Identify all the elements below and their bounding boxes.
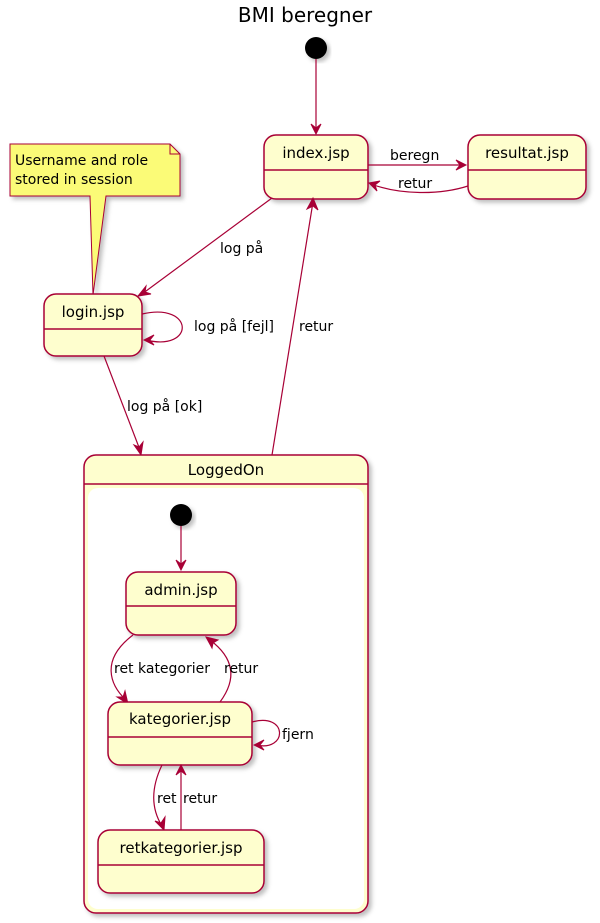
edge-ret-label: ret: [157, 791, 177, 807]
state-kategorier[interactable]: [107, 701, 253, 766]
initial-state-inner: [170, 504, 192, 526]
state-resultat-label: resultat.jsp: [485, 144, 569, 162]
edge-beregn-label: beregn: [390, 148, 439, 164]
edge-log-paa-arrowhead: [136, 284, 152, 297]
state-login[interactable]: [43, 293, 143, 357]
edge-kategorier-retur-arrowhead: [205, 636, 220, 650]
edge-retkategorier-retur-label: retur: [183, 791, 217, 807]
edge-ret-arrowhead: [154, 815, 166, 832]
edge-ret-kategorier-label: ret kategorier: [114, 661, 210, 677]
state-admin[interactable]: [125, 571, 237, 636]
state-index-label: index.jsp: [282, 144, 349, 162]
edge-login-self-arrowhead: [142, 334, 155, 346]
initial-to-index-arrowhead: [310, 123, 322, 136]
edge-loggedon-retur-label: retur: [299, 319, 333, 335]
state-resultat[interactable]: [467, 134, 587, 200]
edge-log-paa-ok: [103, 355, 141, 451]
edge-kategorier-retur: [209, 639, 232, 703]
state-loggedon-label: LoggedOn: [188, 461, 264, 479]
note-session: [9, 143, 181, 296]
initial-state-top: [305, 37, 327, 59]
edge-log-paa-label: log på: [220, 240, 263, 257]
state-index[interactable]: [263, 134, 369, 200]
edge-beregn-arrowhead: [455, 159, 468, 171]
edge-ret-kategorier: [110, 634, 134, 701]
state-kategorier-label: kategorier.jsp: [129, 710, 231, 728]
edge-fjern-label: fjern: [282, 727, 314, 743]
edge-resultat-retur-arrowhead: [367, 180, 381, 192]
edge-kategorier-retur-label: retur: [224, 661, 258, 677]
edge-resultat-retur-label: retur: [398, 176, 432, 192]
edge-loggedon-retur-arrowhead: [305, 196, 319, 211]
state-login-label: login.jsp: [62, 303, 125, 321]
edge-login-self-label: log på [fejl]: [194, 318, 274, 335]
edge-ret: [153, 764, 163, 827]
edge-login-self: [141, 311, 183, 343]
state-admin-label: admin.jsp: [144, 581, 217, 599]
diagram-title: BMI beregner: [238, 3, 373, 27]
edge-retkategorier-retur-arrowhead: [175, 763, 187, 776]
note-line-1: Username and role: [15, 153, 148, 169]
edge-loggedon-retur: [271, 201, 314, 456]
state-retkategorier[interactable]: [97, 829, 265, 894]
edge-log-paa-ok-label: log på [ok]: [127, 398, 202, 415]
edge-log-paa-ok-arrowhead: [132, 440, 144, 457]
inner-initial-to-admin-arrowhead: [175, 559, 187, 572]
state-retkategorier-label: retkategorier.jsp: [120, 839, 243, 857]
note-line-2: stored in session: [15, 172, 133, 188]
edge-resultat-retur: [370, 183, 469, 194]
edge-log-paa: [141, 197, 273, 295]
edge-fjern: [251, 719, 281, 747]
edge-fjern-arrowhead: [252, 739, 265, 751]
